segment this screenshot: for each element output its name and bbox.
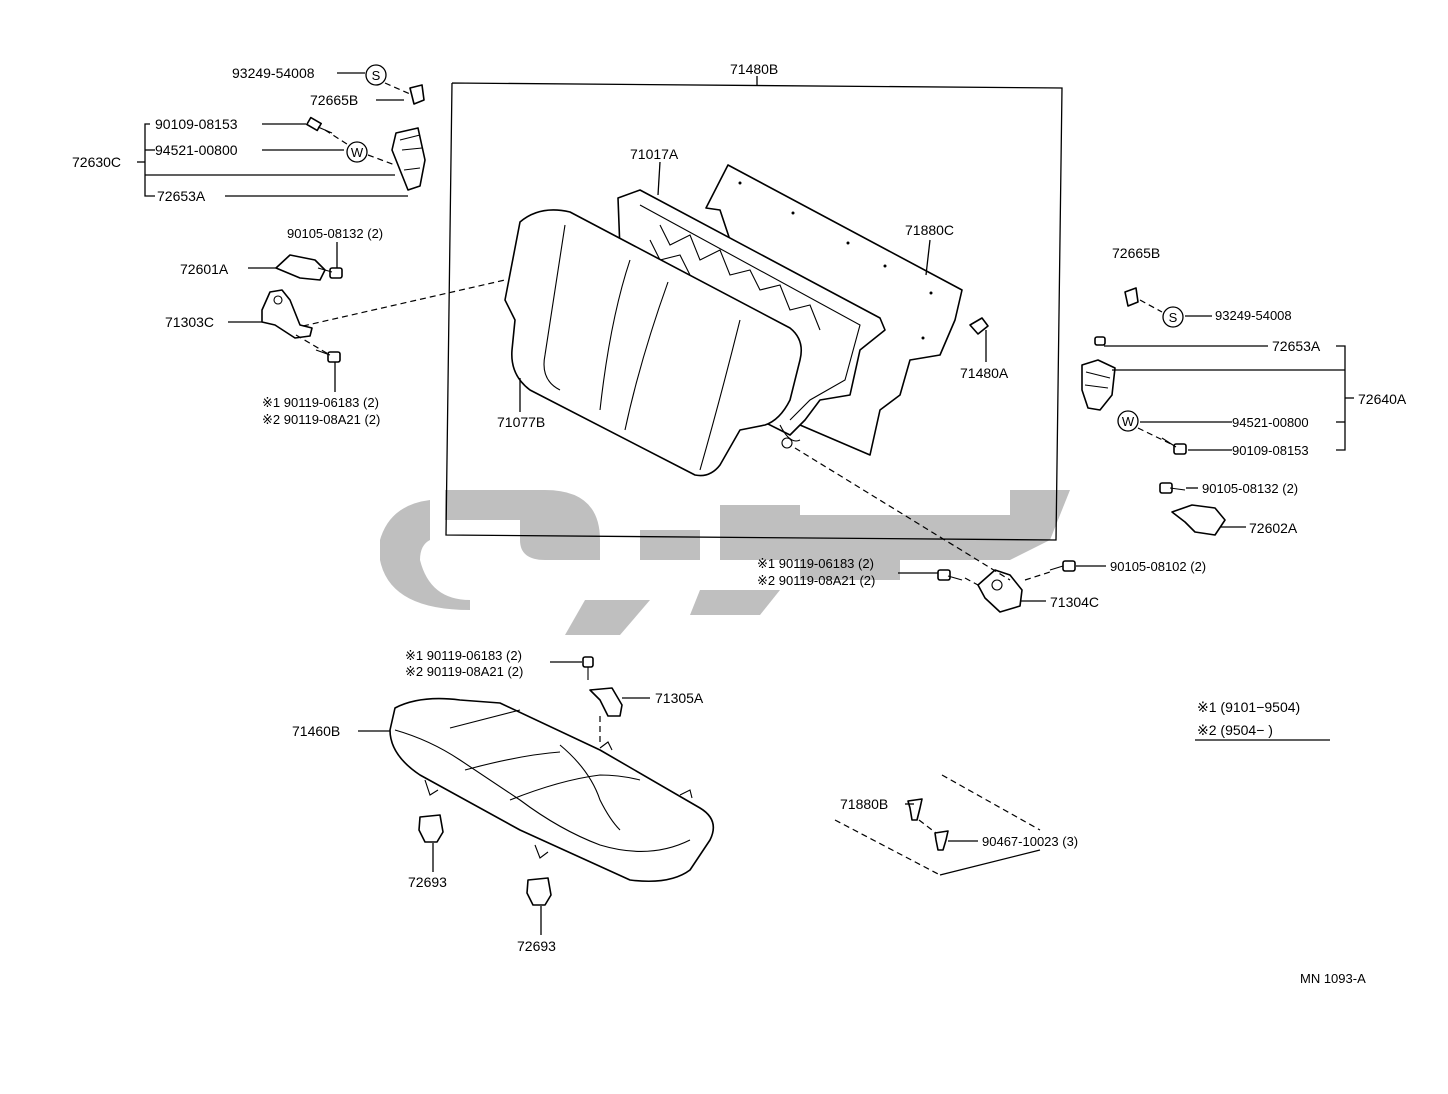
label-93249-left: 93249-54008 xyxy=(232,65,315,81)
label-71304C: 71304C xyxy=(1050,594,1099,610)
label-72640A: 72640A xyxy=(1358,391,1407,407)
label-90467: 90467-10023 (3) xyxy=(982,834,1078,849)
svg-text:W: W xyxy=(1122,414,1135,429)
label-note2-mid: ※2 90119-08A21 (2) xyxy=(757,573,875,588)
right-bracket-72602A xyxy=(1159,482,1226,536)
legend-note2: ※2 (9504− ) xyxy=(1197,722,1273,738)
label-note2-left: ※2 90119-08A21 (2) xyxy=(262,412,380,427)
clip-72693-a xyxy=(418,814,444,843)
label-90109-left: 90109-08153 xyxy=(155,116,238,132)
label-72665B-left: 72665B xyxy=(310,92,358,108)
label-note1-mid: ※1 90119-06183 (2) xyxy=(757,556,874,571)
label-note1-seat: ※1 90119-06183 (2) xyxy=(405,648,522,663)
watermark-logo xyxy=(380,490,1070,635)
label-72653A-right: 72653A xyxy=(1272,338,1321,354)
legend-note1: ※1 (9101−9504) xyxy=(1197,699,1300,715)
label-72693-b: 72693 xyxy=(517,938,556,954)
part-labels: 71480B 93249-54008 72665B 90109-08153 94… xyxy=(72,61,1407,986)
label-90109-right: 90109-08153 xyxy=(1232,443,1309,458)
seatback-frame-box xyxy=(445,76,1063,541)
pin-71880B xyxy=(907,798,923,821)
clip-90467 xyxy=(934,830,949,851)
label-93249-right: 93249-54008 xyxy=(1215,308,1292,323)
label-90105-08102: 90105-08102 (2) xyxy=(1110,559,1206,574)
left-bracket-71303C xyxy=(261,289,341,363)
label-90105-08132-left: 90105-08132 (2) xyxy=(287,226,383,241)
label-72693-a: 72693 xyxy=(408,874,447,890)
label-71305A: 71305A xyxy=(655,690,704,706)
label-71880B: 71880B xyxy=(840,796,888,812)
label-71017A: 71017A xyxy=(630,146,679,162)
label-71460B: 71460B xyxy=(292,723,340,739)
label-94521-right: 94521-00800 xyxy=(1232,415,1309,430)
svg-text:S: S xyxy=(372,68,381,83)
svg-text:S: S xyxy=(1169,310,1178,325)
label-note2-seat: ※2 90119-08A21 (2) xyxy=(405,664,523,679)
label-71480B: 71480B xyxy=(730,61,778,77)
label-71480A: 71480A xyxy=(960,365,1009,381)
svg-text:W: W xyxy=(351,145,364,160)
leader-lines xyxy=(137,72,1354,935)
label-90105-08132-right: 90105-08132 (2) xyxy=(1202,481,1298,496)
label-72630C: 72630C xyxy=(72,154,121,170)
label-71077B: 71077B xyxy=(497,414,545,430)
seat-cushion-71460B xyxy=(389,656,715,883)
label-71303C: 71303C xyxy=(165,314,214,330)
clip-71480A xyxy=(969,317,989,335)
left-hinge-72630C xyxy=(306,84,426,191)
label-71880C: 71880C xyxy=(905,222,954,238)
bracket-71304C xyxy=(937,560,1076,613)
right-hinge-72640A xyxy=(1081,287,1187,455)
label-note1-left: ※1 90119-06183 (2) xyxy=(262,395,379,410)
label-72602A: 72602A xyxy=(1249,520,1298,536)
label-72601A: 72601A xyxy=(180,261,229,277)
w-circle-left: W xyxy=(346,141,368,163)
s-circle-left: S xyxy=(365,64,387,86)
diagram-reference: MN 1093-A xyxy=(1300,971,1366,986)
dashed-lines xyxy=(295,82,1176,876)
label-94521-left: 94521-00800 xyxy=(155,142,238,158)
label-72653A-left: 72653A xyxy=(157,188,206,204)
clip-72693-b xyxy=(526,877,552,906)
w-circle-right: W xyxy=(1117,410,1139,432)
s-circle-right: S xyxy=(1162,306,1184,328)
left-bracket-72601A xyxy=(275,254,343,281)
label-72665B-right: 72665B xyxy=(1112,245,1160,261)
